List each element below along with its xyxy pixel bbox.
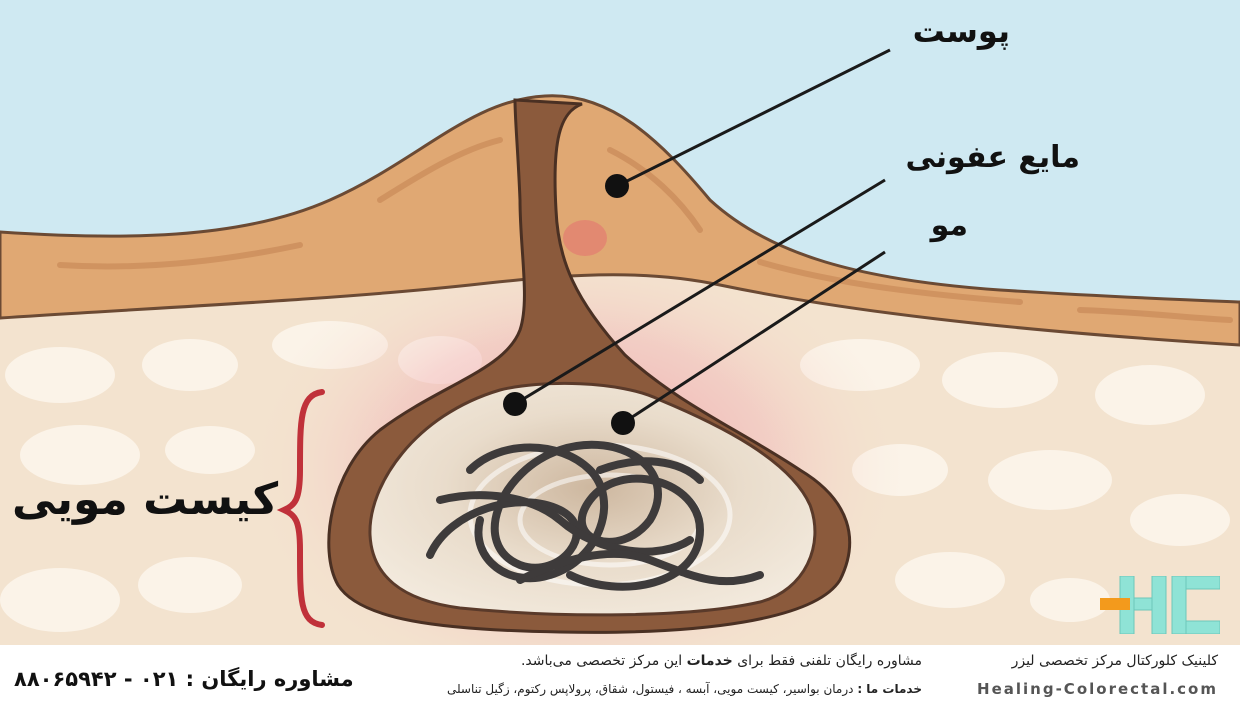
- consult-bold: خدمات: [686, 653, 733, 669]
- skin-texture: [57, 137, 1233, 323]
- cyst-bracket: [276, 389, 325, 628]
- services-line: خدمات ما : درمان بواسیر، کیست مویی، آبسه…: [447, 682, 922, 696]
- label-pilonidal-cyst: کیست مویی: [12, 474, 279, 525]
- clinic-logo: HC: [1100, 576, 1220, 634]
- skin-layer: [0, 94, 1240, 347]
- label-hair: مو: [930, 208, 968, 243]
- website-link[interactable]: Healing-Colorectal.com: [977, 680, 1218, 698]
- skin-inflamed-spot: [563, 220, 607, 256]
- pointer-infectious-fluid: [503, 178, 886, 416]
- clinic-name: کلینیک کلورکتال مرکز تخصصی لیزر: [1011, 653, 1218, 669]
- pointer-hair: [611, 250, 886, 435]
- logo-text: HC: [1100, 576, 1102, 577]
- services-list: درمان بواسیر، کیست مویی، آبسه ، فیستول، …: [446, 682, 854, 696]
- footer-bar: کلینیک کلورکتال مرکز تخصصی لیزر Healing-…: [0, 645, 1240, 720]
- phone-contact[interactable]: مشاوره رایگان : ۰۲۱ - ۸۸۰۶۵۹۴۲: [14, 667, 354, 691]
- consult-note: مشاوره رایگان تلفنی فقط برای خدمات این م…: [521, 653, 922, 669]
- consult-prefix: مشاوره رایگان تلفنی فقط برای: [737, 653, 922, 669]
- phone-number[interactable]: ۰۲۱ - ۸۸۰۶۵۹۴۲: [14, 667, 179, 691]
- pointer-skin: [605, 48, 891, 198]
- services-title: خدمات ما :: [857, 682, 922, 696]
- label-infectious-fluid: مایع عفونی: [905, 140, 1080, 175]
- consult-suffix: این مرکز تخصصی می‌باشد.: [520, 653, 683, 669]
- phone-label: مشاوره رایگان :: [185, 667, 354, 691]
- hair-tangle: [426, 440, 764, 591]
- pilonidal-cyst-illustration: [0, 0, 1240, 645]
- label-skin: پوست: [912, 12, 1010, 50]
